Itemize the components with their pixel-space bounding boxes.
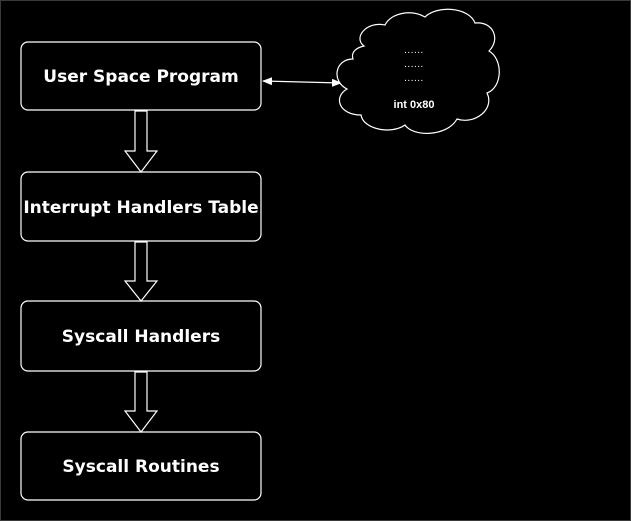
cloud-label: int 0x80 — [394, 99, 435, 111]
box-user-space-program: User Space Program — [20, 41, 262, 111]
box-label-user-space-program: User Space Program — [43, 67, 238, 87]
box-syscall-handlers: Syscall Handlers — [20, 300, 262, 372]
block-arrow-1 — [123, 110, 159, 173]
block-arrow-2 — [123, 241, 159, 302]
block-arrow-3 — [123, 371, 159, 433]
cloud-dots-line-1: ...... — [404, 45, 424, 56]
box-label-interrupt-handlers-table: Interrupt Handlers Table — [23, 198, 258, 218]
cloud-dots-line-3: ...... — [404, 73, 424, 84]
box-interrupt-handlers-table: Interrupt Handlers Table — [20, 171, 262, 242]
cloud-int-0x80: ...... ...... ...... int 0x80 — [336, 8, 500, 134]
box-label-syscall-handlers: Syscall Handlers — [62, 327, 220, 347]
box-syscall-routines: Syscall Routines — [20, 431, 262, 501]
bidirectional-connector — [262, 77, 342, 87]
box-label-syscall-routines: Syscall Routines — [62, 457, 219, 477]
cloud-shape — [336, 8, 500, 134]
cloud-dots-line-2: ...... — [404, 59, 424, 70]
